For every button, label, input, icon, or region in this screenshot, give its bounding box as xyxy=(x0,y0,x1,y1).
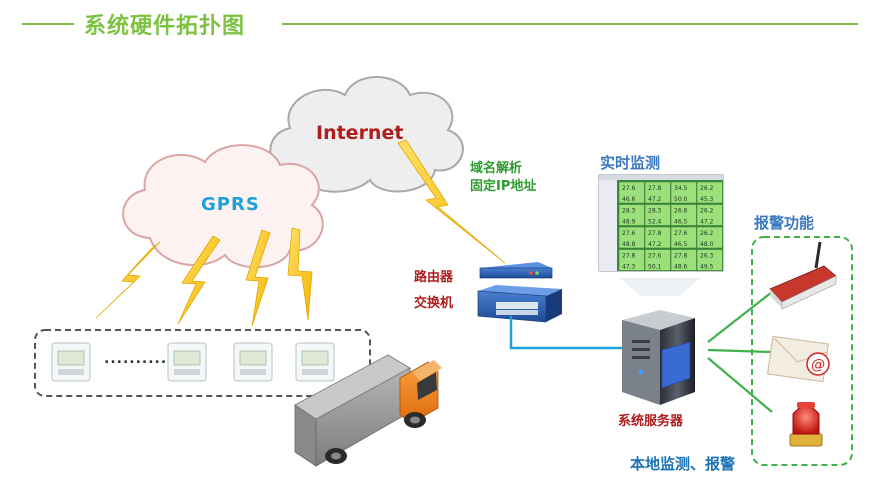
monitor-value: 26.2 xyxy=(700,185,714,192)
gprs-cloud xyxy=(122,144,324,269)
monitor-value: 27.6 xyxy=(674,230,688,237)
gprs-lightning xyxy=(95,227,313,327)
dns-label-line2: 固定IP地址 xyxy=(470,179,537,194)
page-title: 系统硬件拓扑图 xyxy=(84,14,246,39)
monitor-value: 28.3 xyxy=(648,208,662,215)
monitor-cell xyxy=(670,204,697,226)
monitor-cell xyxy=(618,249,645,271)
local-monitor-label: 本地监测、报警 xyxy=(630,455,736,473)
email-icon: @ xyxy=(767,335,830,383)
monitor-cell xyxy=(644,226,671,249)
monitor-value: 47.2 xyxy=(700,219,714,226)
truck-illustration xyxy=(294,354,442,467)
router-device xyxy=(479,262,553,279)
monitor-value: 46.6 xyxy=(622,196,636,203)
alarm-light-icon xyxy=(789,402,823,447)
monitor-cell xyxy=(696,249,723,271)
realtime-monitor-screen: 27.6 27.8 34.5 26.2 46.6 47.2 50.0 45.3 28.3 28.3… xyxy=(598,174,724,272)
monitor-value: 27.6 xyxy=(622,185,636,192)
network-link xyxy=(509,316,622,350)
monitor-value: 27.8 xyxy=(648,230,662,237)
monitor-value: 50.1 xyxy=(648,264,662,271)
monitor-value: 47.2 xyxy=(648,241,662,248)
monitor-value: 27.8 xyxy=(648,185,662,192)
sensor-device xyxy=(233,342,273,382)
monitor-value: 45.3 xyxy=(700,196,714,203)
switch-device xyxy=(477,285,562,323)
monitor-value: 26.2 xyxy=(700,208,714,215)
monitor-cell xyxy=(696,226,723,249)
monitor-value: 52.4 xyxy=(648,219,662,226)
monitor-value: 48.0 xyxy=(700,241,714,248)
monitor-value: 26.8 xyxy=(674,208,688,215)
internet-label: Internet xyxy=(316,122,404,144)
monitor-cell xyxy=(618,226,645,249)
monitor-value: 27.8 xyxy=(674,253,688,260)
title-line-left xyxy=(22,23,74,25)
monitor-value: 26.3 xyxy=(700,253,714,260)
server-icon xyxy=(622,310,695,405)
device-ellipsis: .......... xyxy=(104,351,168,367)
monitor-cell xyxy=(644,204,671,226)
dns-label-line1: 域名解析 xyxy=(470,161,523,176)
gprs-label: GPRS xyxy=(201,194,260,215)
monitor-value: 46.5 xyxy=(674,219,688,226)
monitor-value: 34.5 xyxy=(674,185,688,192)
monitor-value: 28.3 xyxy=(622,208,636,215)
monitor-value: 27.6 xyxy=(622,230,636,237)
router-label: 路由器 xyxy=(414,270,454,285)
monitor-value: 47.3 xyxy=(622,264,636,271)
monitor-value: 46.5 xyxy=(674,241,688,248)
monitor-cell xyxy=(644,249,671,271)
monitor-cell xyxy=(670,226,697,249)
switch-label: 交换机 xyxy=(414,296,454,311)
monitor-value: 47.2 xyxy=(648,196,662,203)
sensor-group xyxy=(34,329,371,397)
monitor-value: 26.2 xyxy=(700,230,714,237)
server-label: 系统服务器 xyxy=(618,414,684,429)
monitor-cell xyxy=(670,181,697,204)
internet-lightning xyxy=(397,139,506,264)
monitor-value: 27.6 xyxy=(648,253,662,260)
sensor-device xyxy=(295,342,335,382)
alarm-function-label: 报警功能 xyxy=(754,214,815,232)
monitor-value: 49.5 xyxy=(700,264,714,271)
monitor-cell xyxy=(696,181,723,204)
gsm-modem-icon xyxy=(769,241,837,310)
monitor-value: 48.8 xyxy=(622,241,636,248)
monitor-cell xyxy=(696,204,723,226)
monitor-value: 48.9 xyxy=(622,219,636,226)
monitor-cell xyxy=(618,181,645,204)
sensor-device xyxy=(51,342,91,382)
monitor-value: 48.6 xyxy=(674,264,688,271)
svg-text:@: @ xyxy=(811,357,825,373)
alarm-links xyxy=(707,291,773,413)
monitor-reflection xyxy=(620,278,700,296)
monitor-value: 50.0 xyxy=(674,196,688,203)
title-line-right xyxy=(282,23,858,25)
monitor-value: 27.8 xyxy=(622,253,636,260)
sensor-device xyxy=(167,342,207,382)
monitor-cell xyxy=(618,204,645,226)
monitor-cell xyxy=(644,181,671,204)
monitor-cell xyxy=(670,249,697,271)
realtime-label: 实时监测 xyxy=(600,154,661,172)
